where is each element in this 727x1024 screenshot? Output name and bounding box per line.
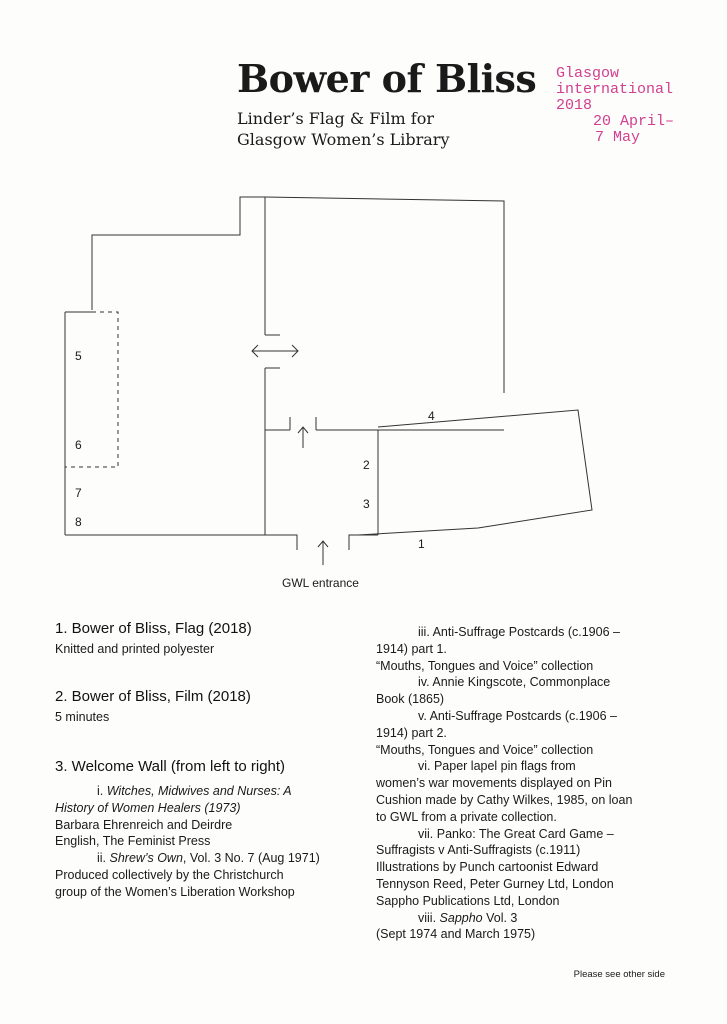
list-item: ii. Shrew’s Own, Vol. 3 No. 7 (Aug 1971)	[55, 850, 355, 867]
up-arrow-icon	[297, 426, 309, 434]
subtitle-line: Glasgow Women’s Library	[237, 130, 450, 149]
festival-dates: 20 April– 7 May	[593, 114, 674, 146]
list-item-text: English, The Feminist Press	[55, 834, 211, 849]
list-item-text: “Mouths, Tongues and Voice” collection	[376, 658, 594, 673]
plan-marker-8: 8	[75, 515, 82, 529]
list-item: iii. Anti-Suffrage Postcards (c.1906 –	[418, 625, 620, 639]
festival-dates-line: 20 April–	[593, 113, 675, 130]
festival-dates-line: 7 May	[595, 129, 641, 146]
double-arrow-icon	[291, 344, 299, 358]
item-list-right: iii. Anti-Suffrage Postcards (c.1906 – 1…	[376, 624, 676, 943]
work-title: Witches, Midwives and Nurses: A	[106, 784, 292, 798]
list-item-text: Produced collectively by the Christchurc…	[55, 867, 284, 882]
list-item-text: 1914) part 2.	[376, 725, 447, 740]
plan-marker-5: 5	[75, 349, 82, 363]
list-item-text: Vol. 3	[482, 910, 518, 925]
plan-dashed-wall	[65, 311, 119, 468]
plan-marker-7: 7	[75, 486, 82, 500]
entrance-label: GWL entrance	[282, 576, 359, 590]
item-heading: 3. Welcome Wall (from left to right)	[55, 758, 286, 775]
list-item-text: “Mouths, Tongues and Voice” collection	[376, 742, 594, 757]
plan-wall	[65, 534, 298, 550]
list-item-text: to GWL from a private collection.	[376, 809, 557, 824]
festival-logo: Glasgow international 2018	[556, 66, 673, 114]
list-item: iv. Annie Kingscote, Commonplace	[418, 675, 611, 690]
festival-logo-line: Glasgow	[556, 65, 620, 82]
list-item-text: , Vol. 3 No. 7 (Aug 1971)	[182, 851, 320, 866]
list-item-text: (Sept 1974 and March 1975)	[376, 927, 536, 942]
item-detail: 5 minutes	[55, 710, 110, 724]
list-item-text: Illustrations by Punch cartoonist Edward	[376, 860, 599, 875]
plan-wall	[264, 196, 505, 393]
page-subtitle: Linder’s Flag & Film for Glasgow Women’s…	[237, 108, 449, 150]
plan-marker-6: 6	[75, 438, 82, 452]
plan-wall	[91, 196, 265, 310]
festival-logo-line: 2018	[556, 97, 593, 114]
list-item-text: Tennyson Reed, Peter Gurney Ltd, London	[376, 876, 614, 891]
plan-marker-4: 4	[428, 409, 435, 423]
list-item: viii. Sappho Vol. 3	[376, 910, 676, 927]
item-heading: 2. Bower of Bliss, Film (2018)	[55, 688, 251, 705]
item-list-left: 1. Bower of Bliss, Flag (2018) Knitted a…	[55, 620, 355, 901]
list-item-text: Suffragists v Anti-Suffragists (c.1911)	[376, 843, 581, 858]
list-item-text: 1914) part 1.	[376, 641, 447, 656]
list-item-text: Barbara Ehrenreich and Deirdre	[55, 817, 233, 832]
list-numeral: ii.	[97, 851, 110, 866]
festival-logo-line: international	[556, 81, 674, 98]
footer-note: Please see other side	[573, 969, 665, 980]
floor-plan: 5 6 7 8 4 2 3 1 GWL entrance	[64, 196, 593, 590]
list-item-text: Sappho Publications Ltd, London	[376, 893, 560, 908]
plan-marker-1: 1	[418, 537, 425, 551]
list-item-text: Cushion made by Cathy Wilkes, 1985, on l…	[376, 792, 633, 807]
plan-marker-2: 2	[363, 458, 370, 472]
list-item: v. Anti-Suffrage Postcards (c.1906 –	[418, 708, 617, 723]
list-numeral: i.	[97, 784, 107, 798]
work-title: History of Women Healers (1973)	[55, 800, 241, 815]
work-title: Sappho	[439, 910, 483, 925]
work-title: Shrew’s Own	[109, 851, 183, 866]
welcome-wall-list: i. Witches, Midwives and Nurses: A Histo…	[55, 783, 355, 901]
item-heading: 1. Bower of Bliss, Flag (2018)	[55, 620, 252, 637]
double-arrow-icon	[251, 344, 259, 358]
subtitle-line: Linder’s Flag & Film for	[237, 109, 434, 128]
list-item: i. Witches, Midwives and Nurses: A	[55, 783, 355, 800]
plan-wall	[357, 409, 593, 536]
item-detail: Knitted and printed polyester	[55, 642, 215, 656]
list-item-text: women’s war movements displayed on Pin	[376, 776, 612, 791]
plan-marker-3: 3	[363, 497, 370, 511]
up-arrow-icon	[317, 540, 329, 548]
list-item-text: group of the Women’s Liberation Workshop	[55, 884, 295, 899]
list-item: vi. Paper lapel pin flags from	[418, 759, 576, 774]
list-numeral: viii.	[418, 910, 440, 925]
page-title: Bower of Bliss	[237, 56, 537, 101]
list-item-text: Book (1865)	[376, 692, 445, 707]
list-item: vii. Panko: The Great Card Game –	[418, 826, 614, 841]
plan-wall	[348, 534, 378, 550]
